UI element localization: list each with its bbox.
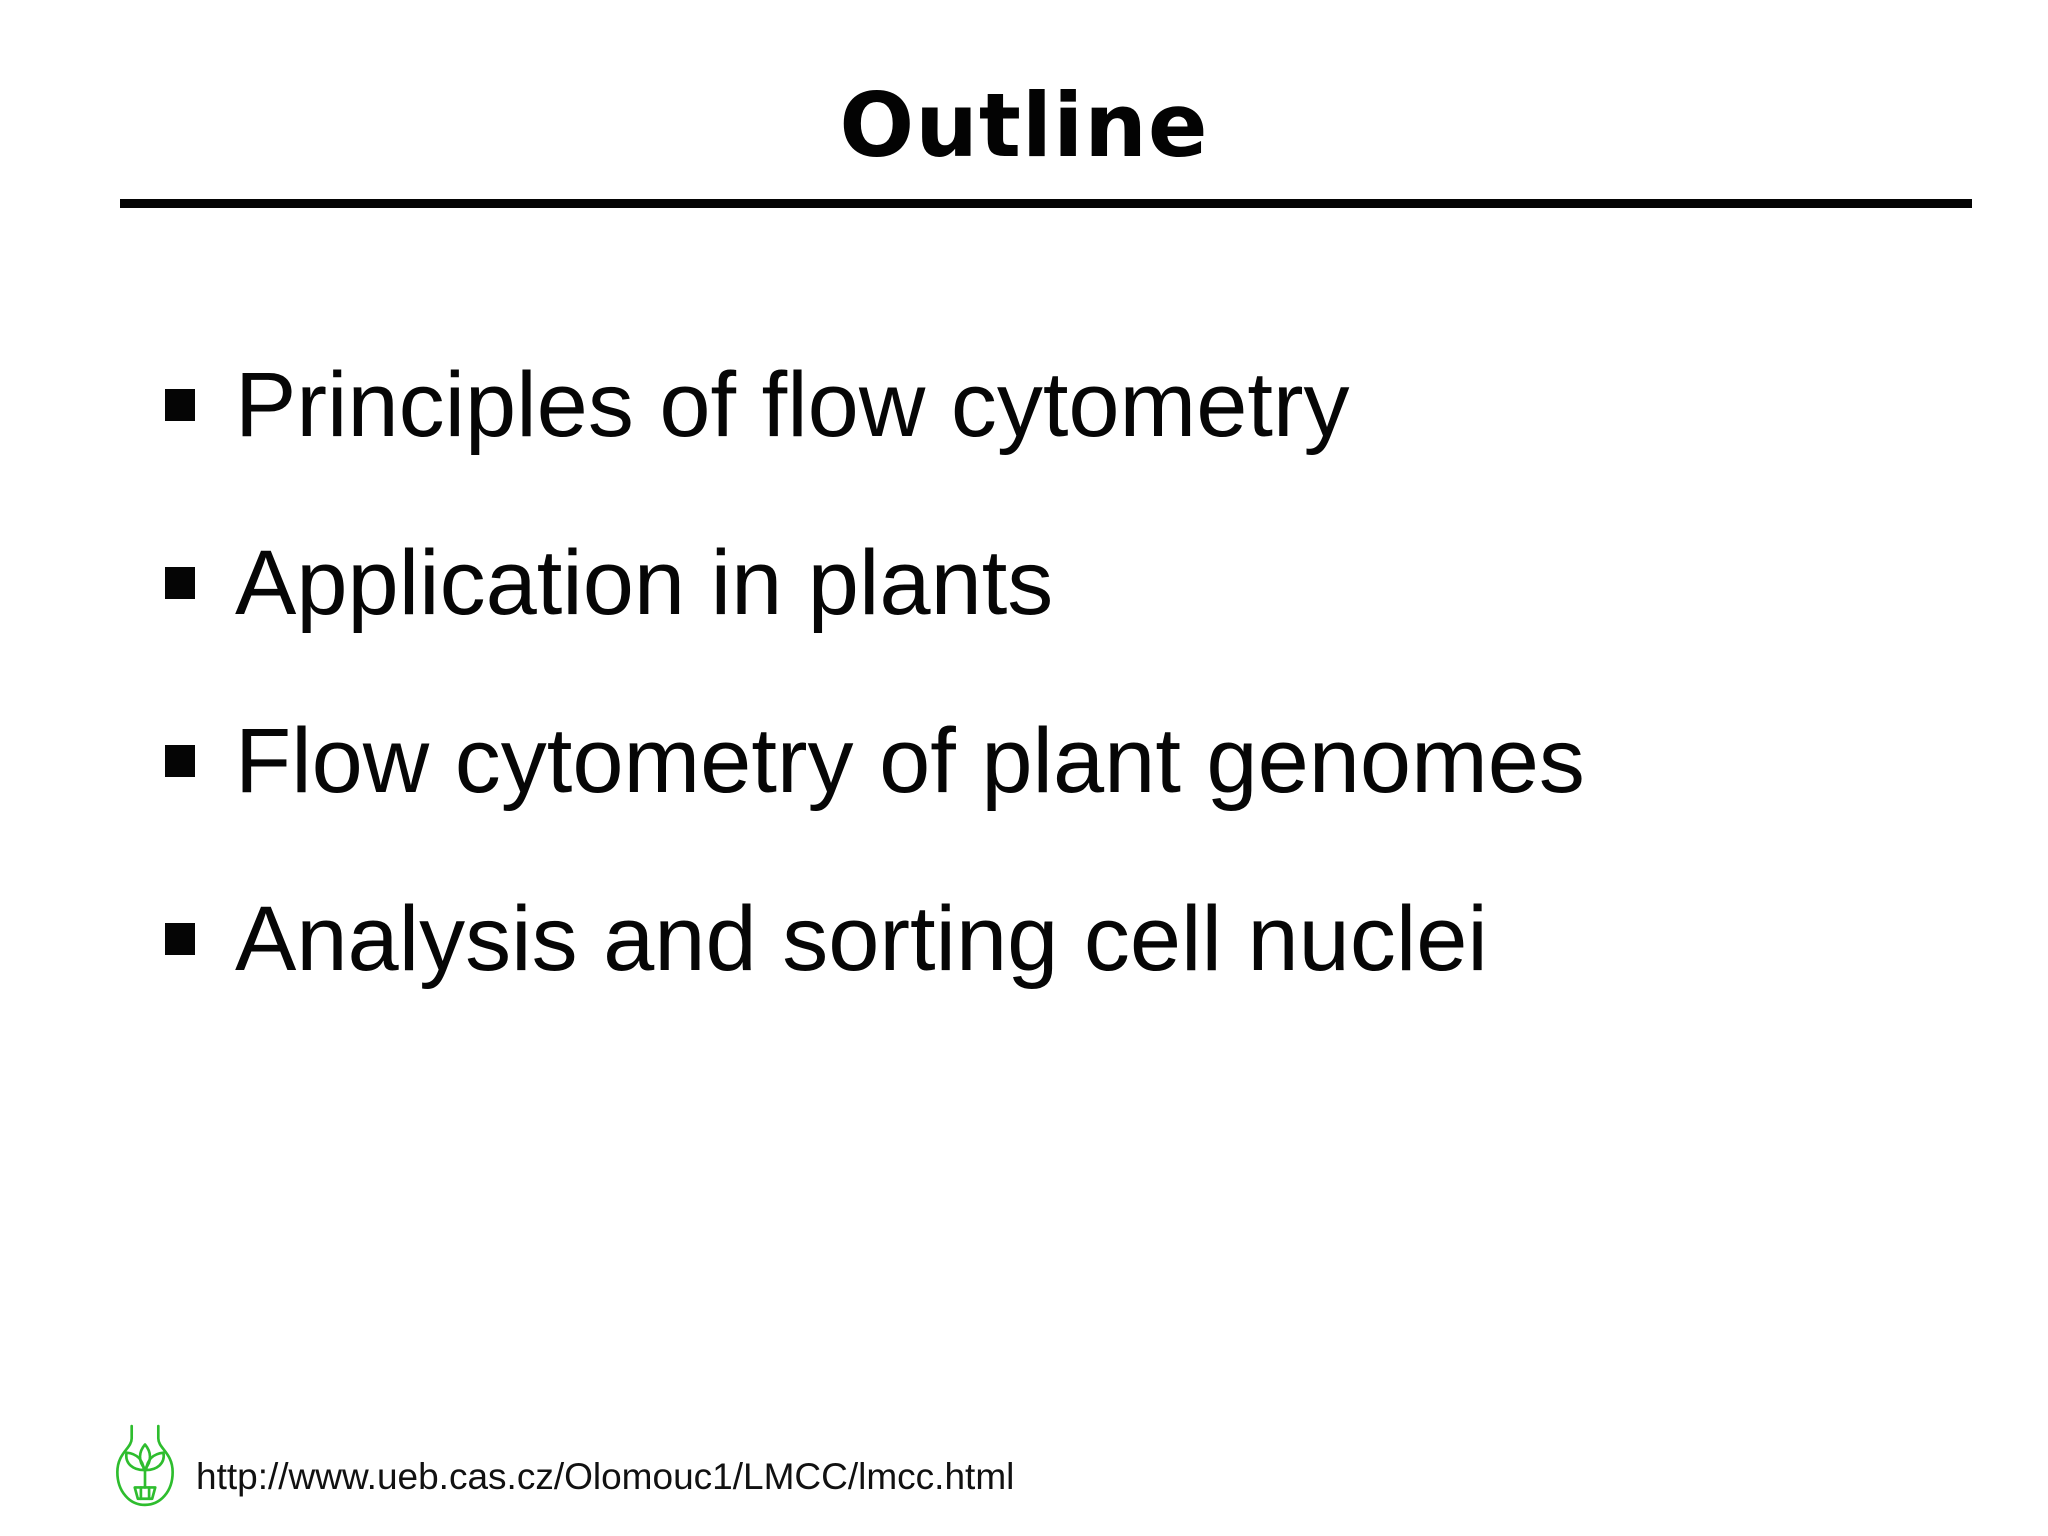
bullet-text: Flow cytometry of plant genomes [235, 710, 1585, 812]
list-item: Application in plants [165, 530, 1985, 636]
bullet-square-icon [165, 567, 195, 599]
list-item: Principles of flow cytometry [165, 352, 1985, 458]
outline-bullet-list: Principles of flow cytometry Application… [165, 352, 1985, 1064]
bullet-square-icon [165, 923, 195, 955]
bullet-text: Analysis and sorting cell nuclei [235, 888, 1488, 990]
plant-in-flask-icon [108, 1424, 182, 1510]
footer: http://www.ueb.cas.cz/Olomouc1/LMCC/lmcc… [108, 1424, 1014, 1510]
bullet-text: Application in plants [235, 532, 1054, 634]
page-title: Outline [839, 74, 1209, 177]
bullet-text: Principles of flow cytometry [235, 354, 1350, 456]
bullet-square-icon [165, 745, 195, 777]
bullet-square-icon [165, 389, 195, 421]
list-item: Flow cytometry of plant genomes [165, 708, 1985, 814]
list-item: Analysis and sorting cell nuclei [165, 886, 1985, 992]
footer-url: http://www.ueb.cas.cz/Olomouc1/LMCC/lmcc… [196, 1456, 1015, 1497]
title-underline [120, 199, 1972, 208]
